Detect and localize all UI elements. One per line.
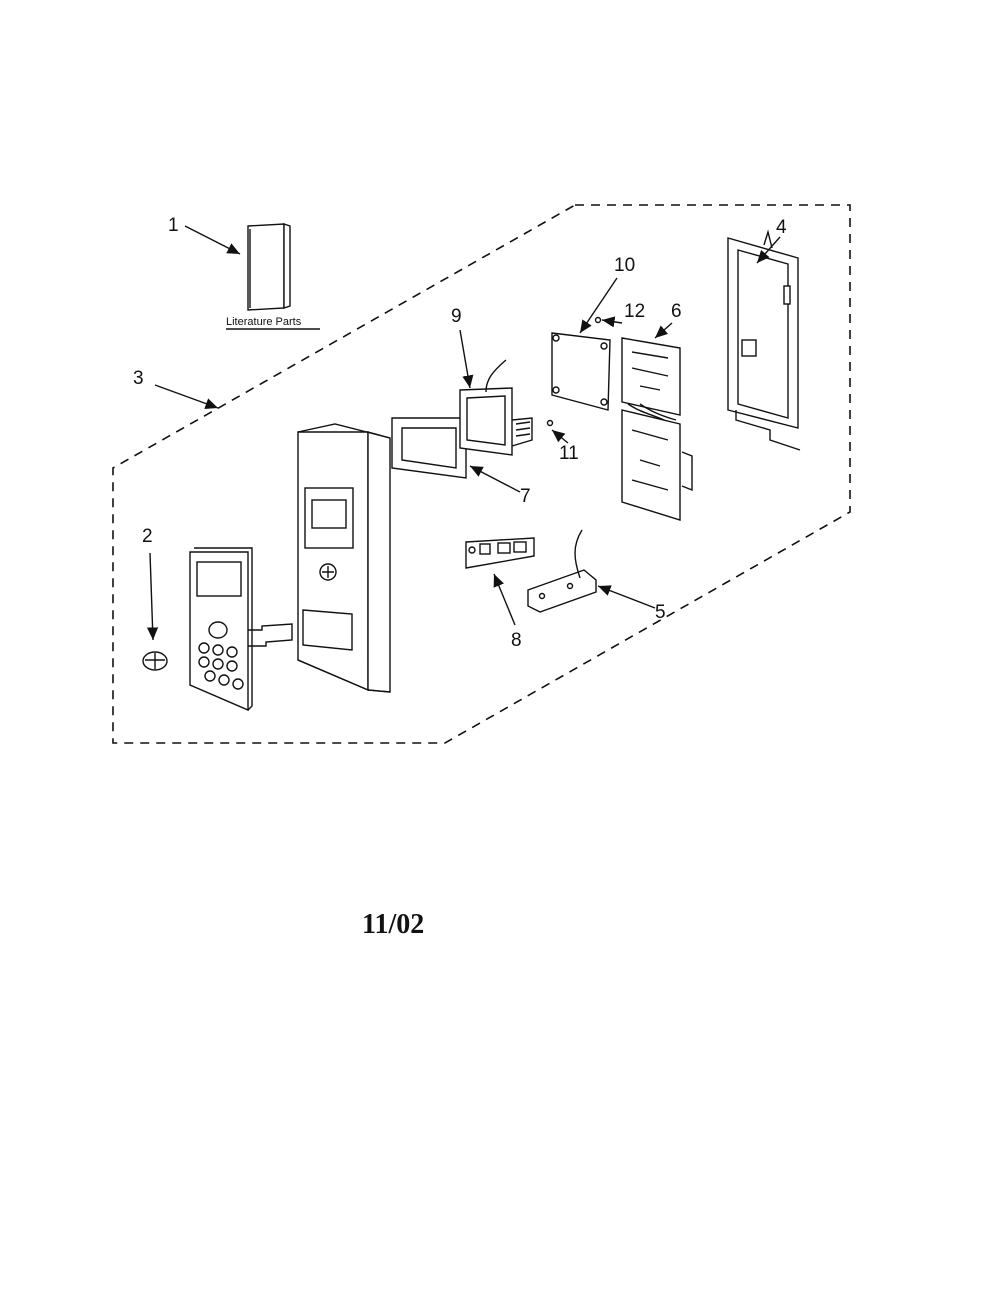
part-screw-11[interactable] bbox=[546, 419, 554, 427]
part-display-lens[interactable] bbox=[391, 417, 467, 479]
callout-12: 12 bbox=[624, 301, 645, 322]
callout-4: 4 bbox=[776, 217, 787, 238]
part-chassis-bracket[interactable] bbox=[727, 229, 801, 451]
part-switch-board[interactable] bbox=[465, 537, 535, 569]
part-control-board[interactable] bbox=[551, 332, 611, 411]
date-code: 11/02 bbox=[362, 909, 424, 940]
callout-8: 8 bbox=[511, 630, 522, 651]
callout-9: 9 bbox=[451, 306, 462, 327]
callout-5: 5 bbox=[655, 602, 666, 623]
part-relay-board[interactable] bbox=[621, 337, 693, 521]
part-knob[interactable] bbox=[142, 651, 168, 671]
part-control-panel-frame[interactable] bbox=[297, 423, 391, 693]
literature-parts-label: Literature Parts bbox=[226, 316, 302, 328]
part-display-module[interactable] bbox=[459, 359, 533, 456]
callout-1: 1 bbox=[168, 215, 179, 236]
callout-6: 6 bbox=[671, 301, 682, 322]
part-screw-12[interactable] bbox=[594, 316, 602, 324]
part-keypad-overlay[interactable] bbox=[189, 547, 293, 712]
callout-7: 7 bbox=[520, 486, 531, 507]
callout-10: 10 bbox=[614, 255, 635, 276]
part-sensor-bracket[interactable] bbox=[527, 529, 597, 613]
callout-11: 11 bbox=[559, 443, 579, 464]
assembly-boundary bbox=[112, 204, 851, 744]
callout-3: 3 bbox=[133, 368, 144, 389]
callout-2: 2 bbox=[142, 526, 153, 547]
leader-lines bbox=[146, 225, 781, 641]
part-literature-booklet[interactable] bbox=[247, 223, 291, 311]
